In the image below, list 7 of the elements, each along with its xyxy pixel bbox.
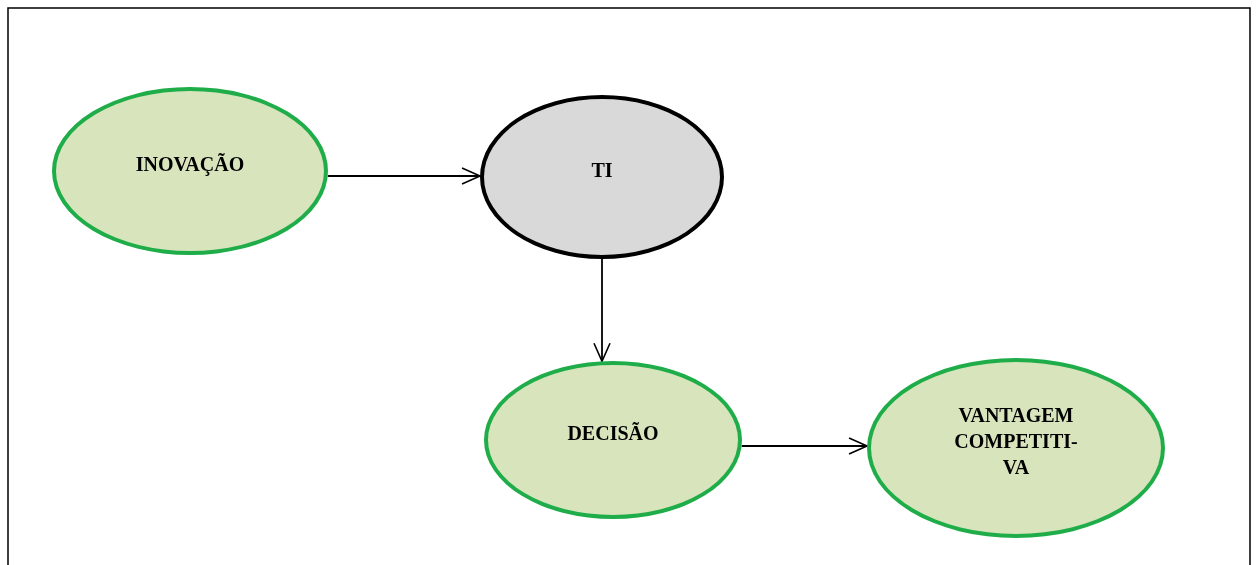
arrow xyxy=(326,167,481,185)
arrow xyxy=(740,437,868,455)
node-label: VANTAGEM COMPETITI- VA xyxy=(953,403,1079,480)
arrow xyxy=(593,258,611,363)
node-label: DECISÃO xyxy=(567,421,659,446)
node-label: TI xyxy=(591,158,613,183)
node-label: INOVAÇÃO xyxy=(135,152,245,177)
